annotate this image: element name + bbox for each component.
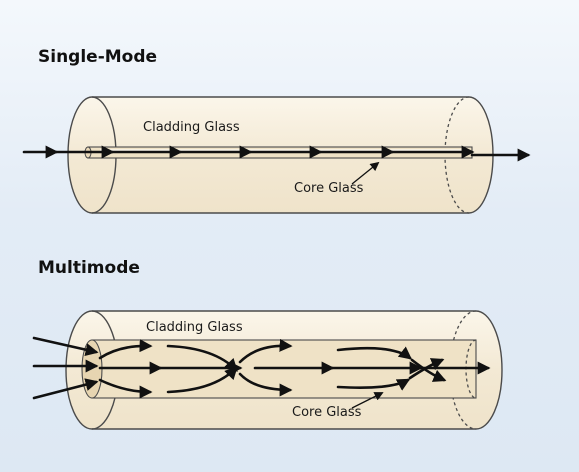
multimode-incoming-rays xyxy=(32,336,99,400)
multimode-cladding-label: Cladding Glass xyxy=(146,320,243,335)
multimode-core-pointer xyxy=(351,392,384,409)
single-mode-cladding-label: Cladding Glass xyxy=(143,120,240,135)
single-mode-core-pointer xyxy=(351,161,380,185)
single-mode-title: Single-Mode xyxy=(38,47,157,67)
single-mode-section: Single-Mode Cladding Glass xyxy=(22,47,531,214)
single-mode-core-label: Core Glass xyxy=(294,181,364,196)
multimode-light-rays xyxy=(98,338,491,399)
multimode-core-label: Core Glass xyxy=(292,405,362,420)
multimode-title: Multimode xyxy=(38,258,140,278)
single-mode-light-ray xyxy=(22,145,531,162)
multimode-section: Multimode xyxy=(32,258,503,430)
